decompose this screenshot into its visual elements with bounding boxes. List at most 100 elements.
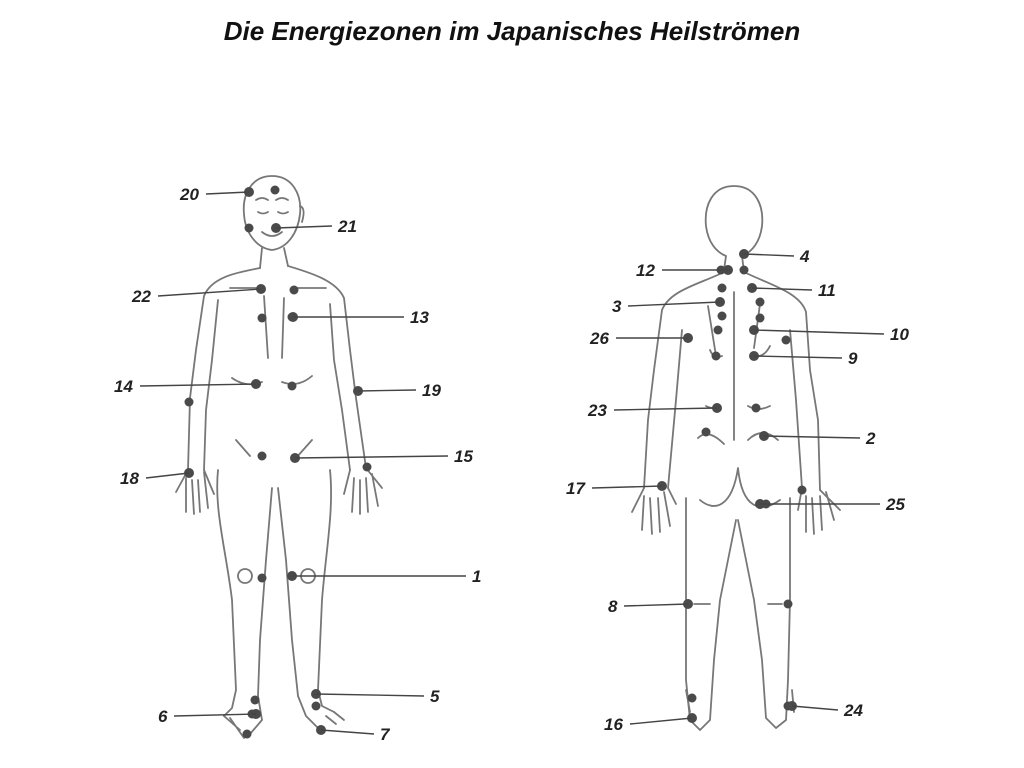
- leader-line-4: [743, 253, 795, 257]
- front-sternum: [263, 295, 285, 359]
- energy-point-unlabeled: [687, 693, 697, 703]
- zone-label-9: 9: [848, 349, 858, 368]
- zone-label-24: 24: [843, 701, 863, 720]
- energy-point-unlabeled: [739, 265, 749, 275]
- leader-line-9: [753, 355, 843, 359]
- zone-label-11: 11: [818, 281, 836, 300]
- zone-label-22: 22: [131, 287, 151, 306]
- back-left-arm-inner: [667, 329, 683, 489]
- zone-label-23: 23: [587, 401, 607, 420]
- energy-point-unlabeled: [184, 397, 194, 407]
- leader-line-14: [139, 383, 257, 387]
- zone-label-16: 16: [604, 715, 623, 734]
- back-head-outline: [704, 185, 764, 273]
- energy-point-unlabeled: [713, 325, 723, 335]
- front-ear: [299, 205, 305, 223]
- leader-line-5: [315, 693, 425, 697]
- zone-label-26: 26: [589, 329, 609, 348]
- back-figure: [631, 185, 841, 731]
- energy-point-unlabeled: [244, 223, 254, 233]
- leader-line-24: [791, 705, 839, 711]
- zone-label-5: 5: [430, 687, 440, 706]
- leader-line-16: [629, 717, 693, 725]
- energy-point-unlabeled: [751, 403, 761, 413]
- front-left-knee: [237, 568, 253, 584]
- front-eyes: [257, 211, 289, 215]
- leader-line-15: [294, 455, 449, 459]
- front-torso-outline: [187, 265, 367, 471]
- front-left-leg-outer: [216, 469, 237, 717]
- zone-label-10: 10: [890, 325, 909, 344]
- leader-line-21: [275, 225, 333, 229]
- front-hip-lines: [235, 439, 313, 459]
- front-left-foot: [223, 695, 263, 739]
- energy-point-unlabeled: [783, 599, 793, 609]
- zone-label-7: 7: [380, 725, 391, 744]
- leader-line-7: [320, 729, 375, 735]
- front-eyebrows: [255, 197, 289, 201]
- energy-point-unlabeled: [287, 381, 297, 391]
- zone-label-13: 13: [410, 308, 429, 327]
- front-figure: [175, 175, 383, 739]
- back-heels: [685, 689, 795, 713]
- zone-label-1: 1: [472, 567, 481, 586]
- leader-line-22: [157, 288, 262, 297]
- leader-line-17: [591, 485, 663, 489]
- zone-label-12: 12: [636, 261, 655, 280]
- zone-label-17: 17: [566, 479, 586, 498]
- energy-point-unlabeled: [755, 297, 765, 307]
- energy-point-unlabeled: [257, 451, 267, 461]
- energy-points: [184, 185, 807, 739]
- leader-line-11: [751, 287, 813, 291]
- zone-label-4: 4: [799, 247, 810, 266]
- leader-line-6: [173, 713, 257, 717]
- zone-label-3: 3: [612, 297, 622, 316]
- back-torso-outline: [643, 271, 821, 491]
- front-right-leg-outer: [317, 469, 335, 713]
- back-right-leg: [737, 497, 791, 729]
- front-head-outline: [242, 175, 302, 251]
- energy-point-unlabeled: [717, 283, 727, 293]
- front-left-hand: [175, 469, 215, 515]
- zone-label-21: 21: [337, 217, 357, 236]
- leader-line-20: [205, 191, 250, 195]
- energy-point-6: [251, 709, 261, 719]
- leader-line-8: [623, 603, 689, 607]
- back-left-leg: [685, 497, 737, 731]
- energy-point-unlabeled: [701, 427, 711, 437]
- energy-point-unlabeled: [781, 335, 791, 345]
- front-right-arm-inner: [329, 303, 351, 471]
- back-left-hand: [631, 487, 677, 535]
- front-right-hand: [343, 467, 383, 515]
- energy-point-unlabeled: [289, 285, 299, 295]
- zone-label-8: 8: [608, 597, 618, 616]
- front-inner-legs: [257, 487, 299, 697]
- energy-point-unlabeled: [717, 311, 727, 321]
- energy-point-14: [251, 379, 261, 389]
- leader-line-10: [753, 329, 885, 335]
- zone-label-2: 2: [865, 429, 876, 448]
- back-right-arm-inner: [789, 329, 803, 489]
- leader-line-18: [145, 472, 190, 479]
- energy-point-unlabeled: [250, 695, 260, 705]
- energy-point-unlabeled: [257, 313, 267, 323]
- zone-label-19: 19: [422, 381, 441, 400]
- zone-label-20: 20: [179, 185, 199, 204]
- leader-line-2: [763, 435, 861, 439]
- energy-point-unlabeled: [311, 701, 321, 711]
- leader-line-3: [627, 301, 721, 307]
- zone-label-18: 18: [120, 469, 139, 488]
- energy-point-unlabeled: [362, 462, 372, 472]
- zone-label-15: 15: [454, 447, 473, 466]
- energy-point-unlabeled: [242, 729, 252, 739]
- zone-labels: 1234567891011121314151617181920212223242…: [114, 185, 909, 744]
- energy-point-unlabeled: [711, 351, 721, 361]
- zone-label-25: 25: [885, 495, 905, 514]
- leader-line-19: [357, 389, 417, 392]
- zone-label-14: 14: [114, 377, 133, 396]
- energy-point-unlabeled: [797, 485, 807, 495]
- page-title: Die Energiezonen im Japanisches Heilströ…: [223, 16, 801, 46]
- energy-point-unlabeled: [270, 185, 280, 195]
- front-right-foot: [297, 695, 345, 731]
